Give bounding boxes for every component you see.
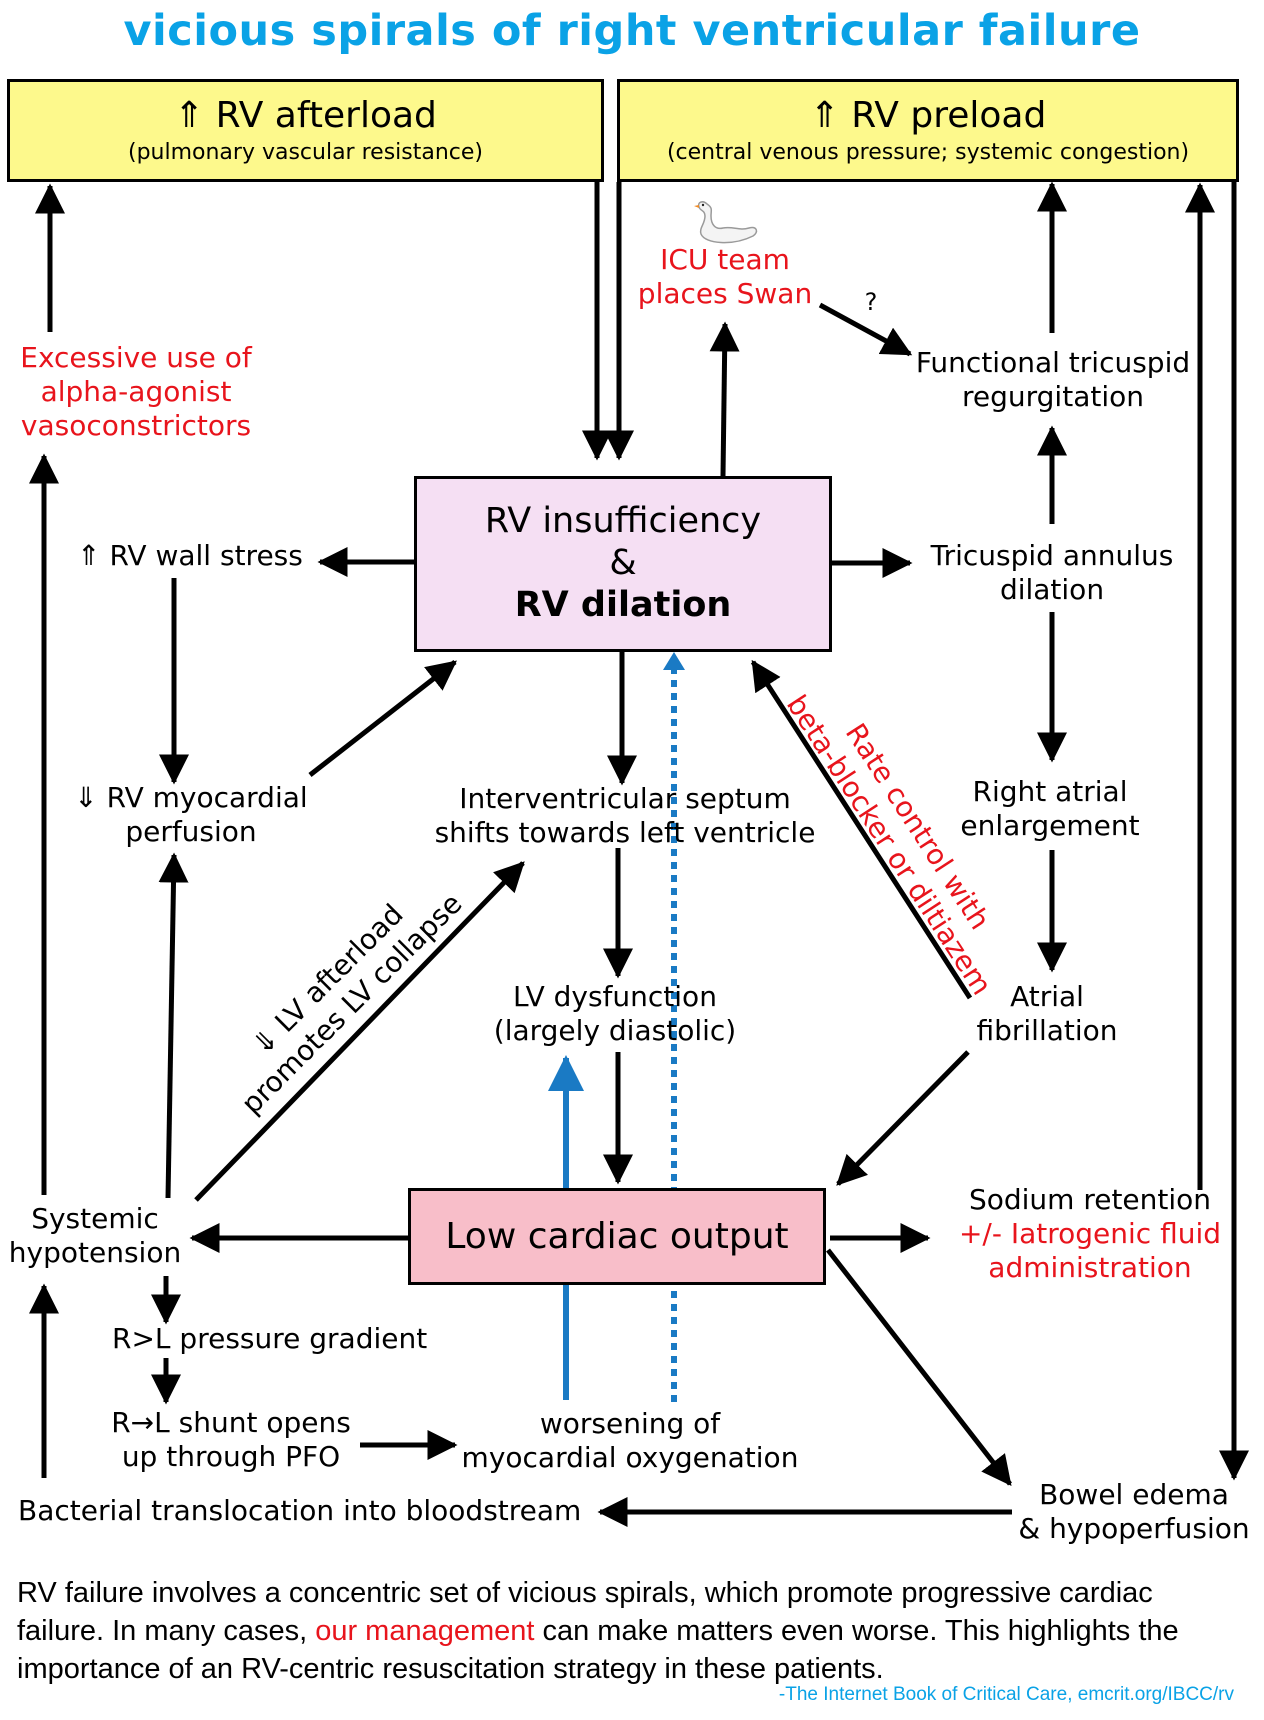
iatrogenic-line2: administration [988,1251,1192,1284]
low-cardiac-output-box: Low cardiac output [408,1188,826,1285]
rv-preload-subtitle: (central venous pressure; systemic conge… [666,140,1190,165]
rv-preload-box: ⇑ RV preload (central venous pressure; s… [617,79,1239,182]
septum-shift-text: Interventricular septum shifts towards l… [420,782,830,850]
myocardial-oxygenation-text: worsening of myocardial oxygenation [460,1407,800,1475]
icu-team-text: ICU team places Swan [630,243,820,311]
tricuspid-regurgitation-text: Functional tricuspid regurgitation [910,346,1196,414]
iatrogenic-line1: +/- Iatrogenic fluid [958,1217,1222,1250]
swan-icon [694,201,758,244]
alpha-line3: vasoconstrictors [20,409,252,442]
footer-paragraph: RV failure involves a concentric set of … [17,1574,1247,1688]
alpha-line1: Excessive use of [20,341,252,374]
rv-afterload-subtitle: (pulmonary vascular resistance) [127,140,483,165]
alpha-line2: alpha-agonist [40,375,232,408]
hypotension-line1: Systemic [31,1202,159,1235]
annulus-line1: Tricuspid annulus [930,539,1174,572]
ra-line2: enlargement [960,809,1140,842]
shunt-line1: R→L shunt opens [111,1406,351,1439]
credit-text: -The Internet Book of Critical Care, emc… [778,1684,1234,1705]
arrow-lco-to-bowel [826,1248,1012,1486]
arrow-afib-to-rv [750,659,973,1000]
rv-afterload-title: ⇑ RV afterload [174,95,437,136]
tr-line1: Functional tricuspid [915,346,1191,379]
ra-line1: Right atrial [972,775,1128,808]
systemic-hypotension-text: Systemic hypotension [2,1202,188,1270]
arrow-rv-to-icu [709,321,740,477]
icu-team-line2: places Swan [637,277,813,310]
perfusion-line1: ⇓ RV myocardial [74,781,308,814]
lco-label: Low cardiac output [445,1216,789,1257]
annulus-line2: dilation [999,573,1105,606]
rv-afterload-box: ⇑ RV afterload (pulmonary vascular resis… [7,79,604,182]
septum-line2: shifts towards left ventricle [434,816,816,849]
rv-box-line2: & [609,543,637,583]
footer-highlight: our management [315,1615,535,1647]
septum-line1: Interventricular septum [459,782,791,815]
shunt-line2: up through PFO [121,1440,341,1473]
arrow-icu-to-tr [818,302,913,357]
arrow-hypotension-to-septum [194,861,525,1202]
bowel-line1: Bowel edema [1039,1478,1229,1511]
lv-dysfunction-text: LV dysfunction (largely diastolic) [480,980,750,1048]
rv-preload-title: ⇑ RV preload [809,95,1047,136]
rv-wall-stress-text: ⇑ RV wall stress [77,539,303,572]
rv-insufficiency-box: RV insufficiency & RV dilation [414,476,832,652]
arrow-hypotension-to-perfusion [158,852,189,1199]
lvd-line1: LV dysfunction [513,980,717,1013]
pressure-gradient-text: R>L pressure gradient [112,1322,428,1355]
question-mark: ? [864,288,878,316]
footer-part1: RV failure involves a concentric set of … [17,1577,1153,1647]
pfo-shunt-text: R→L shunt opens up through PFO [96,1406,366,1474]
footer-part2: can make matters even worse. This highli… [17,1615,1179,1685]
tricuspid-annulus-text: Tricuspid annulus dilation [912,539,1192,607]
sodium-line1: Sodium retention [968,1183,1212,1216]
hypotension-line2: hypotension [8,1236,182,1269]
page-title: vicious spirals of right ventricular fai… [123,6,1141,56]
icu-team-line1: ICU team [660,243,790,276]
bowel-edema-text: Bowel edema & hypoperfusion [1014,1478,1254,1546]
sodium-retention-text: Sodium retention +/- Iatrogenic fluid ad… [940,1183,1240,1285]
oxygenation-line2: myocardial oxygenation [461,1441,799,1474]
rv-box-line1: RV insufficiency [484,501,762,541]
arrow-afib-to-lco [836,1050,970,1186]
afib-line1: Atrial [1010,980,1084,1013]
atrial-fibrillation-text: Atrial fibrillation [962,980,1132,1048]
bacterial-translocation-text: Bacterial translocation into bloodstream [18,1494,582,1527]
rv-box-line3: RV dilation [514,585,732,625]
afib-line2: fibrillation [976,1014,1118,1047]
lvd-line2: (largely diastolic) [493,1014,737,1047]
right-atrial-enlargement-text: Right atrial enlargement [940,775,1160,843]
bowel-line2: & hypoperfusion [1018,1512,1250,1545]
perfusion-line2: perfusion [125,815,257,848]
rv-myocardial-perfusion-text: ⇓ RV myocardial perfusion [66,781,316,849]
alpha-agonist-text: Excessive use of alpha-agonist vasoconst… [8,341,264,443]
arrow-perfusion-to-rv [308,660,457,777]
oxygenation-line1: worsening of [539,1407,721,1440]
arrowhead-dotted [663,652,685,670]
tr-line2: regurgitation [962,380,1144,413]
